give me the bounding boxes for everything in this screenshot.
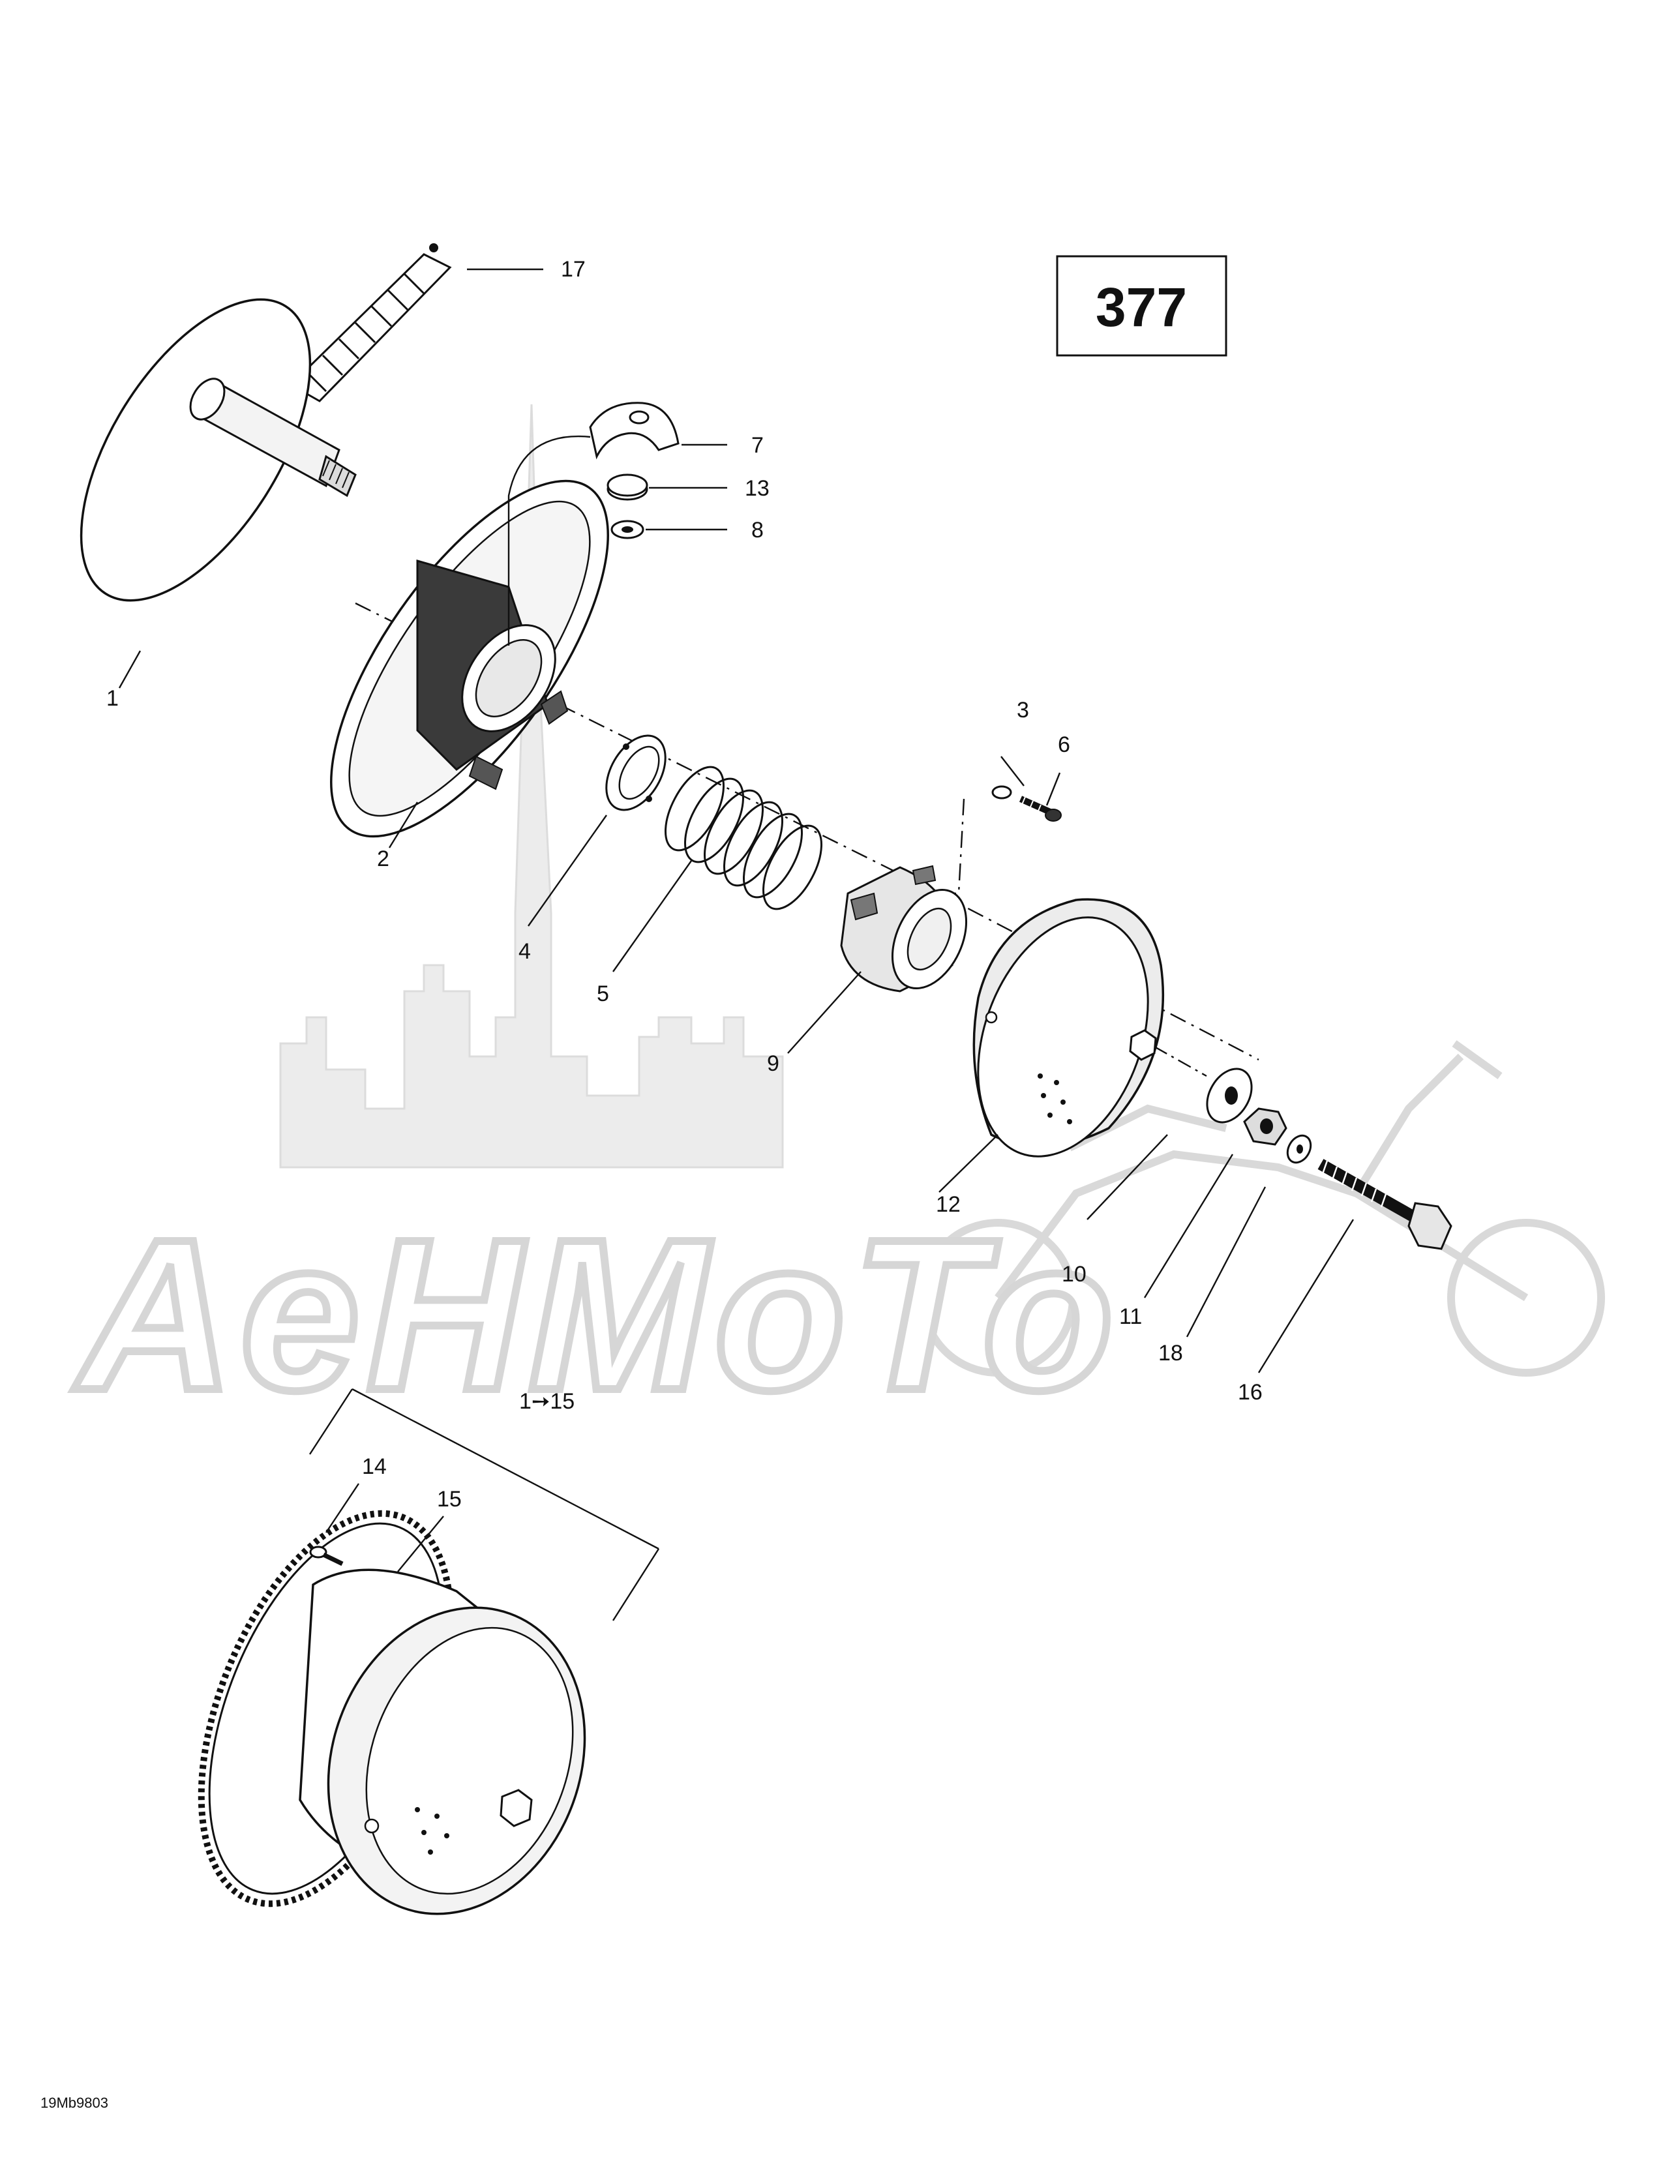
retaining-ring xyxy=(605,734,667,811)
bracket-lines xyxy=(308,1388,660,1621)
callout-11: 11 xyxy=(1119,1304,1142,1329)
callout-17: 17 xyxy=(561,257,586,282)
callout-8: 8 xyxy=(751,518,764,543)
callout-7: 7 xyxy=(751,433,764,458)
callout-1: 1 xyxy=(106,686,119,711)
washer-8 xyxy=(610,520,644,539)
watermark: AeHMoTo xyxy=(68,404,1605,1439)
page-number: 377 xyxy=(1096,277,1187,338)
callout-14: 14 xyxy=(362,1454,387,1479)
leader-lines xyxy=(118,268,1355,1572)
callout-4: 4 xyxy=(518,939,531,964)
drawing-reference: 19Mb9803 xyxy=(40,2095,108,2111)
routing-line-7 xyxy=(507,435,591,646)
cover xyxy=(972,898,1165,1158)
watermark-text: AeHMoTo xyxy=(72,1194,1120,1435)
callout-3: 3 xyxy=(1017,698,1029,723)
callout-16: 16 xyxy=(1238,1380,1263,1405)
page-number-box xyxy=(1056,255,1227,357)
callout-13: 13 xyxy=(745,476,770,501)
callout-9: 9 xyxy=(767,1051,779,1076)
set-screw xyxy=(1019,796,1062,822)
callout-12: 12 xyxy=(936,1192,961,1217)
sliding-sheave xyxy=(330,479,609,838)
callout-2: 2 xyxy=(377,846,389,871)
callouts: 17 7 13 8 1 2 3 6 4 5 9 12 10 11 18 16 1… xyxy=(106,257,1263,1512)
fixed-sheave xyxy=(80,298,357,602)
callout-5: 5 xyxy=(597,981,609,1006)
screw-14 xyxy=(309,1546,344,1566)
drive-belt xyxy=(289,243,452,402)
callout-18: 18 xyxy=(1158,1341,1183,1366)
lock-washer xyxy=(1286,1134,1312,1164)
group-label: 1➙15 xyxy=(519,1389,575,1414)
spring-seat xyxy=(840,865,968,993)
spring xyxy=(664,766,823,910)
callout-15: 15 xyxy=(437,1487,462,1512)
hex-nut xyxy=(1243,1107,1287,1146)
callout-6: 6 xyxy=(1058,732,1070,757)
callout-10: 10 xyxy=(1062,1262,1087,1287)
complete-pulley-assembly xyxy=(198,1510,586,1915)
ramp xyxy=(589,402,680,460)
roller xyxy=(607,473,648,501)
hex-bolt xyxy=(1317,1159,1452,1250)
flat-washer xyxy=(1206,1068,1253,1124)
washer-3 xyxy=(991,785,1012,800)
